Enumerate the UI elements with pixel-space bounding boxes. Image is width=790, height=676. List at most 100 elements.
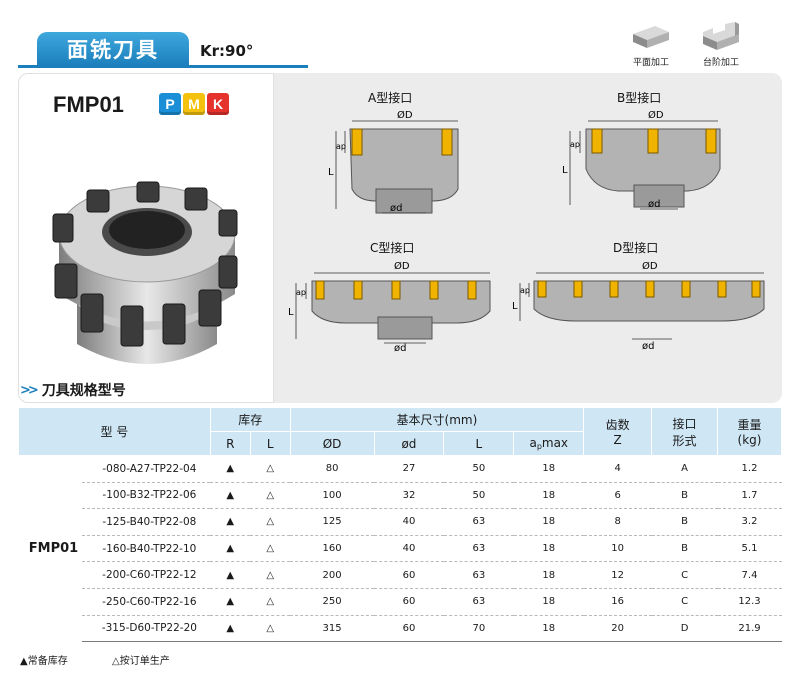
cell-D: 125 xyxy=(290,508,375,536)
svg-text:ød: ød xyxy=(390,203,402,214)
diagram-c: ØD L ap ød xyxy=(288,260,491,354)
grade-k-badge: K xyxy=(207,93,229,115)
cell-w: 1.7 xyxy=(717,482,782,510)
kr-angle: Kr:90° xyxy=(200,42,254,60)
cell-L: 50 xyxy=(443,455,514,483)
cell-ap: 18 xyxy=(513,615,584,643)
svg-text:ØD: ØD xyxy=(648,109,664,121)
milling-cutter-image xyxy=(52,181,238,364)
cell-z: 16 xyxy=(583,588,652,616)
cell-d: 40 xyxy=(374,508,444,536)
model-cell: -080-A27-TP22-04 xyxy=(82,455,211,483)
cell-l: △ xyxy=(250,455,291,483)
col-apmax: apmax xyxy=(513,431,585,456)
cell-type: D xyxy=(651,615,718,643)
cell-l: △ xyxy=(250,561,291,589)
cell-L: 63 xyxy=(443,535,514,563)
face-milling-icon xyxy=(633,26,669,48)
cell-z: 12 xyxy=(583,561,652,589)
cell-d: 60 xyxy=(374,615,444,643)
cell-r: ▲ xyxy=(210,588,251,616)
cell-type: C xyxy=(651,561,718,589)
model-cell: -125-B40-TP22-08 xyxy=(82,508,211,536)
cell-d: 27 xyxy=(374,455,444,483)
model-cell: -200-C60-TP22-12 xyxy=(82,561,211,589)
diagram-c-title: C型接口 xyxy=(370,241,415,255)
product-panel: FMP01 P M K xyxy=(18,73,782,403)
cell-D: 250 xyxy=(290,588,375,616)
model-cell: -160-B40-TP22-10 xyxy=(82,535,211,563)
cell-ap: 18 xyxy=(513,508,584,536)
svg-text:ap: ap xyxy=(336,142,346,151)
col-r: R xyxy=(209,431,251,456)
col-L: L xyxy=(443,431,515,456)
operation-label: 平面加工 xyxy=(632,58,669,68)
model-cell: -250-C60-TP22-16 xyxy=(82,588,211,616)
cell-D: 80 xyxy=(290,455,375,483)
double-chevron-icon: >> xyxy=(20,382,39,398)
col-weight: 重量(kg) xyxy=(717,407,782,456)
svg-text:ØD: ØD xyxy=(642,260,658,272)
cell-z: 20 xyxy=(583,615,652,643)
cell-r: ▲ xyxy=(210,535,251,563)
svg-text:ap: ap xyxy=(570,140,580,149)
diagram-b-title: B型接口 xyxy=(617,91,662,105)
cell-L: 63 xyxy=(443,588,514,616)
cell-L: 50 xyxy=(443,482,514,510)
cell-r: ▲ xyxy=(210,615,251,643)
cell-z: 6 xyxy=(583,482,652,510)
svg-text:L: L xyxy=(562,165,568,176)
cell-l: △ xyxy=(250,615,291,643)
cell-w: 7.4 xyxy=(717,561,782,589)
cell-type: C xyxy=(651,588,718,616)
col-model: 型 号 xyxy=(18,407,211,456)
cell-r: ▲ xyxy=(210,508,251,536)
operation-label: 台阶加工 xyxy=(702,58,739,68)
cell-D: 315 xyxy=(290,615,375,643)
operation-shoulder-milling: 台阶加工 xyxy=(685,22,757,68)
page-title: 面铣刀具 xyxy=(37,32,189,66)
title-underline xyxy=(18,65,308,68)
svg-text:L: L xyxy=(288,307,294,318)
col-interface: 接口形式 xyxy=(651,407,718,456)
cell-D: 160 xyxy=(290,535,375,563)
cell-ap: 18 xyxy=(513,535,584,563)
cell-d: 60 xyxy=(374,561,444,589)
cell-z: 8 xyxy=(583,508,652,536)
diagram-d: ØD L ap ød xyxy=(512,260,765,352)
svg-text:ap: ap xyxy=(296,288,306,297)
cell-w: 1.2 xyxy=(717,455,782,483)
cell-l: △ xyxy=(250,588,291,616)
cell-L: 70 xyxy=(443,615,514,643)
cell-D: 100 xyxy=(290,482,375,510)
cell-l: △ xyxy=(250,508,291,536)
col-D: ØD xyxy=(289,431,375,456)
cell-type: A xyxy=(651,455,718,483)
cell-ap: 18 xyxy=(513,482,584,510)
col-basic-dims: 基本尺寸(mm) xyxy=(289,407,585,432)
model-cell: -100-B32-TP22-06 xyxy=(82,482,211,510)
svg-text:ød: ød xyxy=(394,343,406,354)
spec-heading-text: 刀具规格型号 xyxy=(41,383,126,399)
diagram-d-title: D型接口 xyxy=(613,241,659,255)
cell-l: △ xyxy=(250,482,291,510)
cell-d: 32 xyxy=(374,482,444,510)
diagram-a: ØD L ap ød xyxy=(328,109,459,214)
series-label: FMP01 xyxy=(28,541,79,557)
col-l: L xyxy=(249,431,291,456)
cell-r: ▲ xyxy=(210,455,251,483)
col-d: ød xyxy=(373,431,445,456)
cell-d: 40 xyxy=(374,535,444,563)
diagram-b: ØD L ap ød xyxy=(562,109,721,210)
cell-type: B xyxy=(651,508,718,536)
svg-text:ød: ød xyxy=(642,341,654,352)
col-stock: 库存 xyxy=(209,407,291,432)
svg-text:L: L xyxy=(328,167,334,178)
cell-r: ▲ xyxy=(210,561,251,589)
